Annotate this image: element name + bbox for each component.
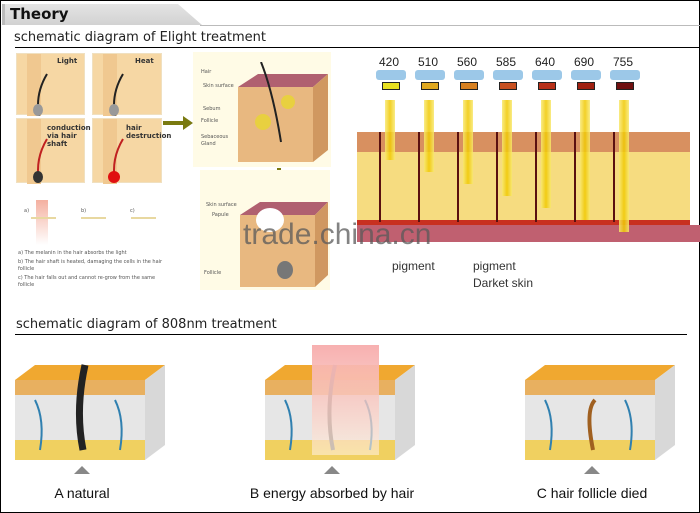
hair-shaft	[418, 132, 420, 222]
wavelength-label: 690	[574, 55, 595, 69]
note-pigment: pigment	[473, 259, 516, 273]
label-sebum: Sebum	[203, 106, 221, 112]
watermark: trade.china.cn	[243, 218, 432, 251]
hair-shaft	[613, 132, 615, 222]
light-beam	[424, 100, 434, 172]
hair-shaft	[496, 132, 498, 222]
header-tab	[2, 4, 202, 25]
pointer-triangle-icon	[584, 466, 600, 474]
wavelength-diagram: 420 510 560 585 640 690 755	[357, 52, 700, 242]
filter-swatch	[382, 82, 400, 90]
panel-conduction: conduction via hair shaft	[16, 118, 91, 184]
panel-label: Heat	[135, 57, 154, 65]
hair-shaft	[535, 132, 537, 222]
step-label: a)	[24, 208, 30, 214]
wavelength-label: 510	[418, 55, 439, 69]
wavelength-label: 755	[613, 55, 634, 69]
panel-heat: Heat	[92, 53, 162, 116]
steps-diagram: a) b) c) a) The melanin in the hair abso…	[16, 195, 172, 292]
stage-label: A natural	[54, 485, 110, 501]
epidermis	[357, 132, 690, 152]
light-beam	[385, 100, 395, 160]
808nm-title: schematic diagram of 808nm treatment	[16, 317, 277, 332]
label-hair: Hair	[201, 69, 212, 75]
arrow-right-icon	[163, 116, 193, 130]
caption-c: c) The hair falls out and cannot re-grow…	[18, 275, 156, 288]
filter-head	[415, 70, 445, 80]
caption-a: a) The melanin in the hair absorbs the l…	[18, 250, 127, 256]
panel-destruction: hair destruction	[92, 118, 172, 184]
wavelength-label: 560	[457, 55, 478, 69]
wavelength-label: 640	[535, 55, 556, 69]
filter-head	[454, 70, 484, 80]
blood-layer	[357, 225, 700, 242]
filter-swatch	[538, 82, 556, 90]
stage-label: C hair follicle died	[536, 485, 648, 501]
filter-head	[610, 70, 640, 80]
caption-b: b) The hair shaft is heated, damaging th…	[18, 259, 163, 272]
filter-head	[493, 70, 523, 80]
hair-shaft	[379, 132, 381, 222]
hair-shaft	[574, 132, 576, 222]
light-beam	[463, 100, 473, 184]
anatomy-diagram-top: Hair Skin surface Sebum Follicle Sebaceo…	[193, 52, 331, 167]
step-label: c)	[130, 208, 135, 214]
filter-head	[571, 70, 601, 80]
label-papule: Papule	[212, 212, 229, 218]
page-title: Theory	[10, 5, 69, 23]
wavelength-label: 585	[496, 55, 517, 69]
label-follicle: Follicle	[204, 270, 222, 276]
filter-swatch	[499, 82, 517, 90]
light-beam	[619, 100, 629, 232]
filter-head	[376, 70, 406, 80]
light-beam	[36, 200, 48, 245]
elight-title: schematic diagram of Elight treatment	[14, 30, 267, 45]
wavelength-label: 420	[379, 55, 400, 69]
anatomy-diagram-bottom: Skin surface Papule Follicle	[200, 170, 330, 290]
stage-label: B energy absorbed by hair	[249, 485, 415, 501]
pointer-triangle-icon	[74, 466, 90, 474]
filter-swatch	[460, 82, 478, 90]
light-beam	[580, 100, 590, 220]
note-pigment: pigment	[392, 259, 435, 273]
skin-cube	[15, 364, 165, 460]
panel-label: Light	[57, 57, 78, 65]
panel-light: Light	[16, 53, 85, 116]
panel-label: conduction via hair shaft	[47, 124, 91, 148]
light-beam	[541, 100, 551, 208]
divider	[15, 334, 687, 335]
skin-cube	[525, 365, 675, 460]
step-label: b)	[81, 208, 87, 214]
filter-swatch	[421, 82, 439, 90]
label-sebaceous-gland: Sebaceous Gland	[201, 134, 229, 147]
filter-swatch	[577, 82, 595, 90]
panel-label: hair destruction	[126, 124, 172, 140]
label-skin-surface: Skin surface	[206, 202, 237, 208]
filter-head	[532, 70, 562, 80]
pointer-triangle-icon	[324, 466, 340, 474]
label-follicle: Follicle	[201, 118, 219, 124]
laser-beam	[312, 345, 379, 455]
dermis	[357, 152, 690, 222]
note-dark-skin: Darket skin	[473, 276, 534, 290]
label-skin-surface: Skin surface	[203, 83, 234, 89]
hair-shaft	[457, 132, 459, 222]
divider	[15, 47, 700, 48]
light-beam	[502, 100, 512, 196]
filter-swatch	[616, 82, 634, 90]
divider	[200, 25, 700, 26]
